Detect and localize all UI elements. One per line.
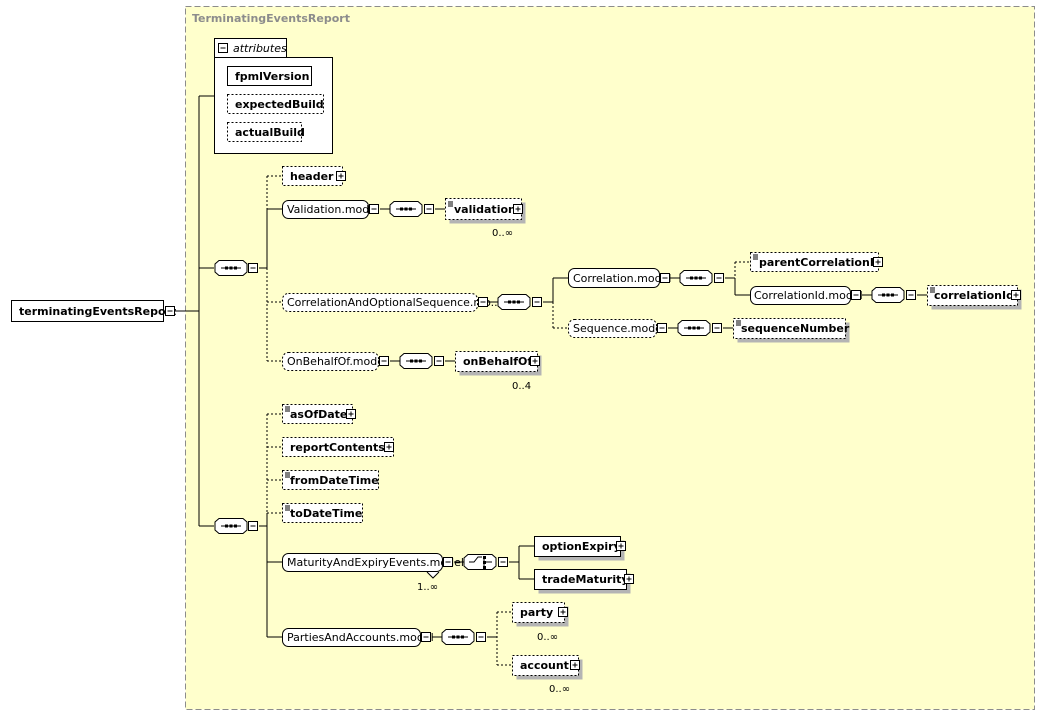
svg-text:CorrelationId.model: CorrelationId.model [754,289,863,302]
svg-text:PartiesAndAccounts.model: PartiesAndAccounts.model [287,631,434,644]
element-account[interactable]: account 0..∞ [512,655,583,696]
attributes-heading: attributes [233,42,287,55]
occurrence-label: 0..∞ [549,684,570,695]
svg-text:sequenceNumber: sequenceNumber [741,322,850,335]
group-maturity-expiry-events-model[interactable]: MaturityAndExpiryEvents.model 1..∞ [282,553,464,594]
sequence-compositor-lower[interactable] [214,518,258,534]
expand-icon[interactable] [1011,290,1021,300]
svg-text:validation: validation [454,203,516,216]
svg-text:optionExpiry: optionExpiry [542,540,621,553]
element-from-date-time[interactable]: fromDateTime [282,470,379,490]
expand-icon[interactable] [513,204,523,214]
collapse-icon[interactable] [218,43,228,53]
svg-text:fpmlVersion: fpmlVersion [235,70,309,83]
occurrence-label: 0..∞ [492,228,513,239]
svg-text:terminatingEventsReport: terminatingEventsReport [19,305,176,318]
expand-icon[interactable] [624,574,634,584]
svg-text:correlationId: correlationId [934,289,1014,302]
group-parties-accounts-model[interactable]: PartiesAndAccounts.model [282,628,434,647]
svg-text:parentCorrelationId: parentCorrelationId [759,256,882,269]
sequence-compositor[interactable] [497,294,542,310]
group-validation-model[interactable]: Validation.model [282,200,380,219]
group-correlation-model[interactable]: Correlation.model [568,268,672,288]
group-correlation-optional-sequence-model[interactable]: CorrelationAndOptionalSequence.mo... [282,293,502,312]
group-on-behalf-of-model[interactable]: OnBehalfOf.model [282,352,389,371]
complex-type-title: TerminatingEventsReport [192,12,350,25]
attribute-expectedBuild[interactable]: expectedBuild [227,94,324,114]
element-validation[interactable]: validation 0..∞ [445,198,526,240]
expand-icon[interactable] [384,442,394,452]
svg-text:MaturityAndExpiryEvents.model: MaturityAndExpiryEvents.model [287,556,464,569]
sequence-compositor[interactable] [871,287,916,303]
sequence-compositor-upper[interactable] [214,260,258,276]
element-parent-correlation-id[interactable]: parentCorrelationId [750,252,883,272]
svg-text:actualBuild: actualBuild [235,126,305,139]
collapse-icon[interactable] [165,306,175,316]
element-option-expiry[interactable]: optionExpiry [534,536,626,561]
occurrence-label: 1..∞ [417,582,438,593]
attribute-actualBuild[interactable]: actualBuild [227,122,305,142]
expand-icon[interactable] [530,356,540,366]
element-on-behalf-of[interactable]: onBehalfOf 0..4 [455,351,542,393]
svg-text:expectedBuild: expectedBuild [235,98,324,111]
element-as-of-date[interactable]: asOfDate [282,404,356,424]
attribute-fpmlVersion[interactable]: fpmlVersion [227,66,312,86]
expand-icon[interactable] [570,660,580,670]
element-correlation-id[interactable]: correlationId [927,285,1022,310]
element-party[interactable]: party 0..∞ [512,602,569,644]
element-trade-maturity[interactable]: tradeMaturity [534,569,634,594]
svg-text:tradeMaturity: tradeMaturity [542,573,629,586]
attributes-group: attributes fpmlVersion expectedBuild act… [214,38,333,154]
svg-text:Validation.model: Validation.model [287,203,379,216]
group-correlation-id-model[interactable]: CorrelationId.model [750,286,863,305]
svg-text:Sequence.model: Sequence.model [573,322,665,335]
sequence-compositor[interactable] [389,201,434,217]
svg-text:party: party [520,606,553,619]
svg-text:header: header [290,170,334,183]
element-sequence-number[interactable]: sequenceNumber [733,318,850,343]
sequence-compositor[interactable] [441,629,486,645]
svg-text:fromDateTime: fromDateTime [290,474,379,487]
root-element[interactable]: terminatingEventsReport [11,300,177,322]
element-header[interactable]: header [282,166,346,186]
sequence-compositor[interactable] [677,320,722,336]
occurrence-label: 0..∞ [537,632,558,643]
group-sequence-model[interactable]: Sequence.model [568,319,667,338]
occurrence-label: 0..4 [512,381,531,392]
svg-text:onBehalfOf: onBehalfOf [463,355,532,368]
connectors [175,95,927,666]
expand-icon[interactable] [873,257,883,267]
svg-text:reportContents: reportContents [290,441,385,454]
svg-text:asOfDate: asOfDate [290,408,347,421]
svg-text:account: account [520,659,569,672]
expand-icon[interactable] [616,541,626,551]
expand-icon[interactable] [558,607,568,617]
sequence-compositor[interactable] [679,270,724,286]
svg-text:Correlation.model: Correlation.model [573,272,671,285]
svg-text:OnBehalfOf.model: OnBehalfOf.model [287,355,387,368]
choice-compositor[interactable] [463,554,508,570]
element-report-contents[interactable]: reportContents [282,437,394,457]
svg-text:toDateTime: toDateTime [290,507,362,520]
svg-text:CorrelationAndOptionalSequence: CorrelationAndOptionalSequence.mo... [287,296,501,309]
expand-icon[interactable] [346,409,356,419]
sequence-compositor[interactable] [399,353,444,369]
expand-icon[interactable] [336,171,346,181]
element-to-date-time[interactable]: toDateTime [282,503,363,523]
